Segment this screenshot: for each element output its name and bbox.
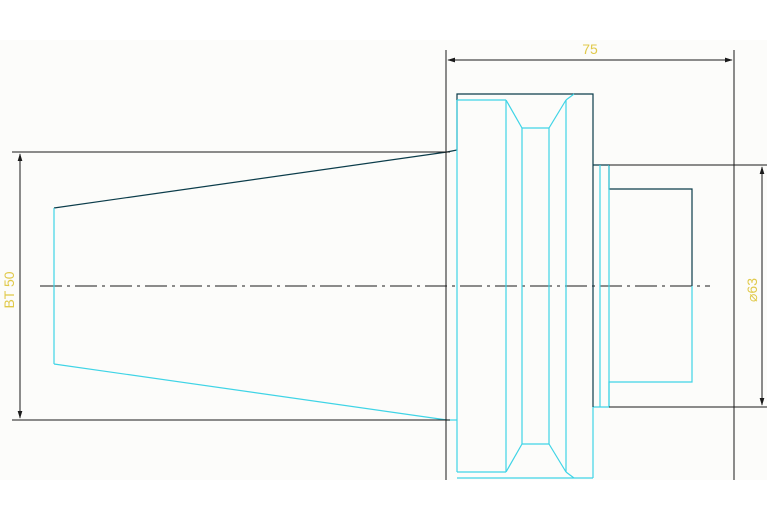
dimension-label-diameter: ⌀63 xyxy=(744,278,760,302)
dimension-right-diameter xyxy=(609,164,767,408)
flange xyxy=(446,93,594,479)
dimension-label-width: 75 xyxy=(582,41,598,57)
drawing-panel xyxy=(0,40,767,480)
dimension-top-width xyxy=(445,50,735,480)
dimension-left-height xyxy=(12,151,450,421)
dimension-label-height: BT 50 xyxy=(1,271,17,308)
spindle-nose xyxy=(592,164,693,408)
taper-shank xyxy=(53,151,448,421)
